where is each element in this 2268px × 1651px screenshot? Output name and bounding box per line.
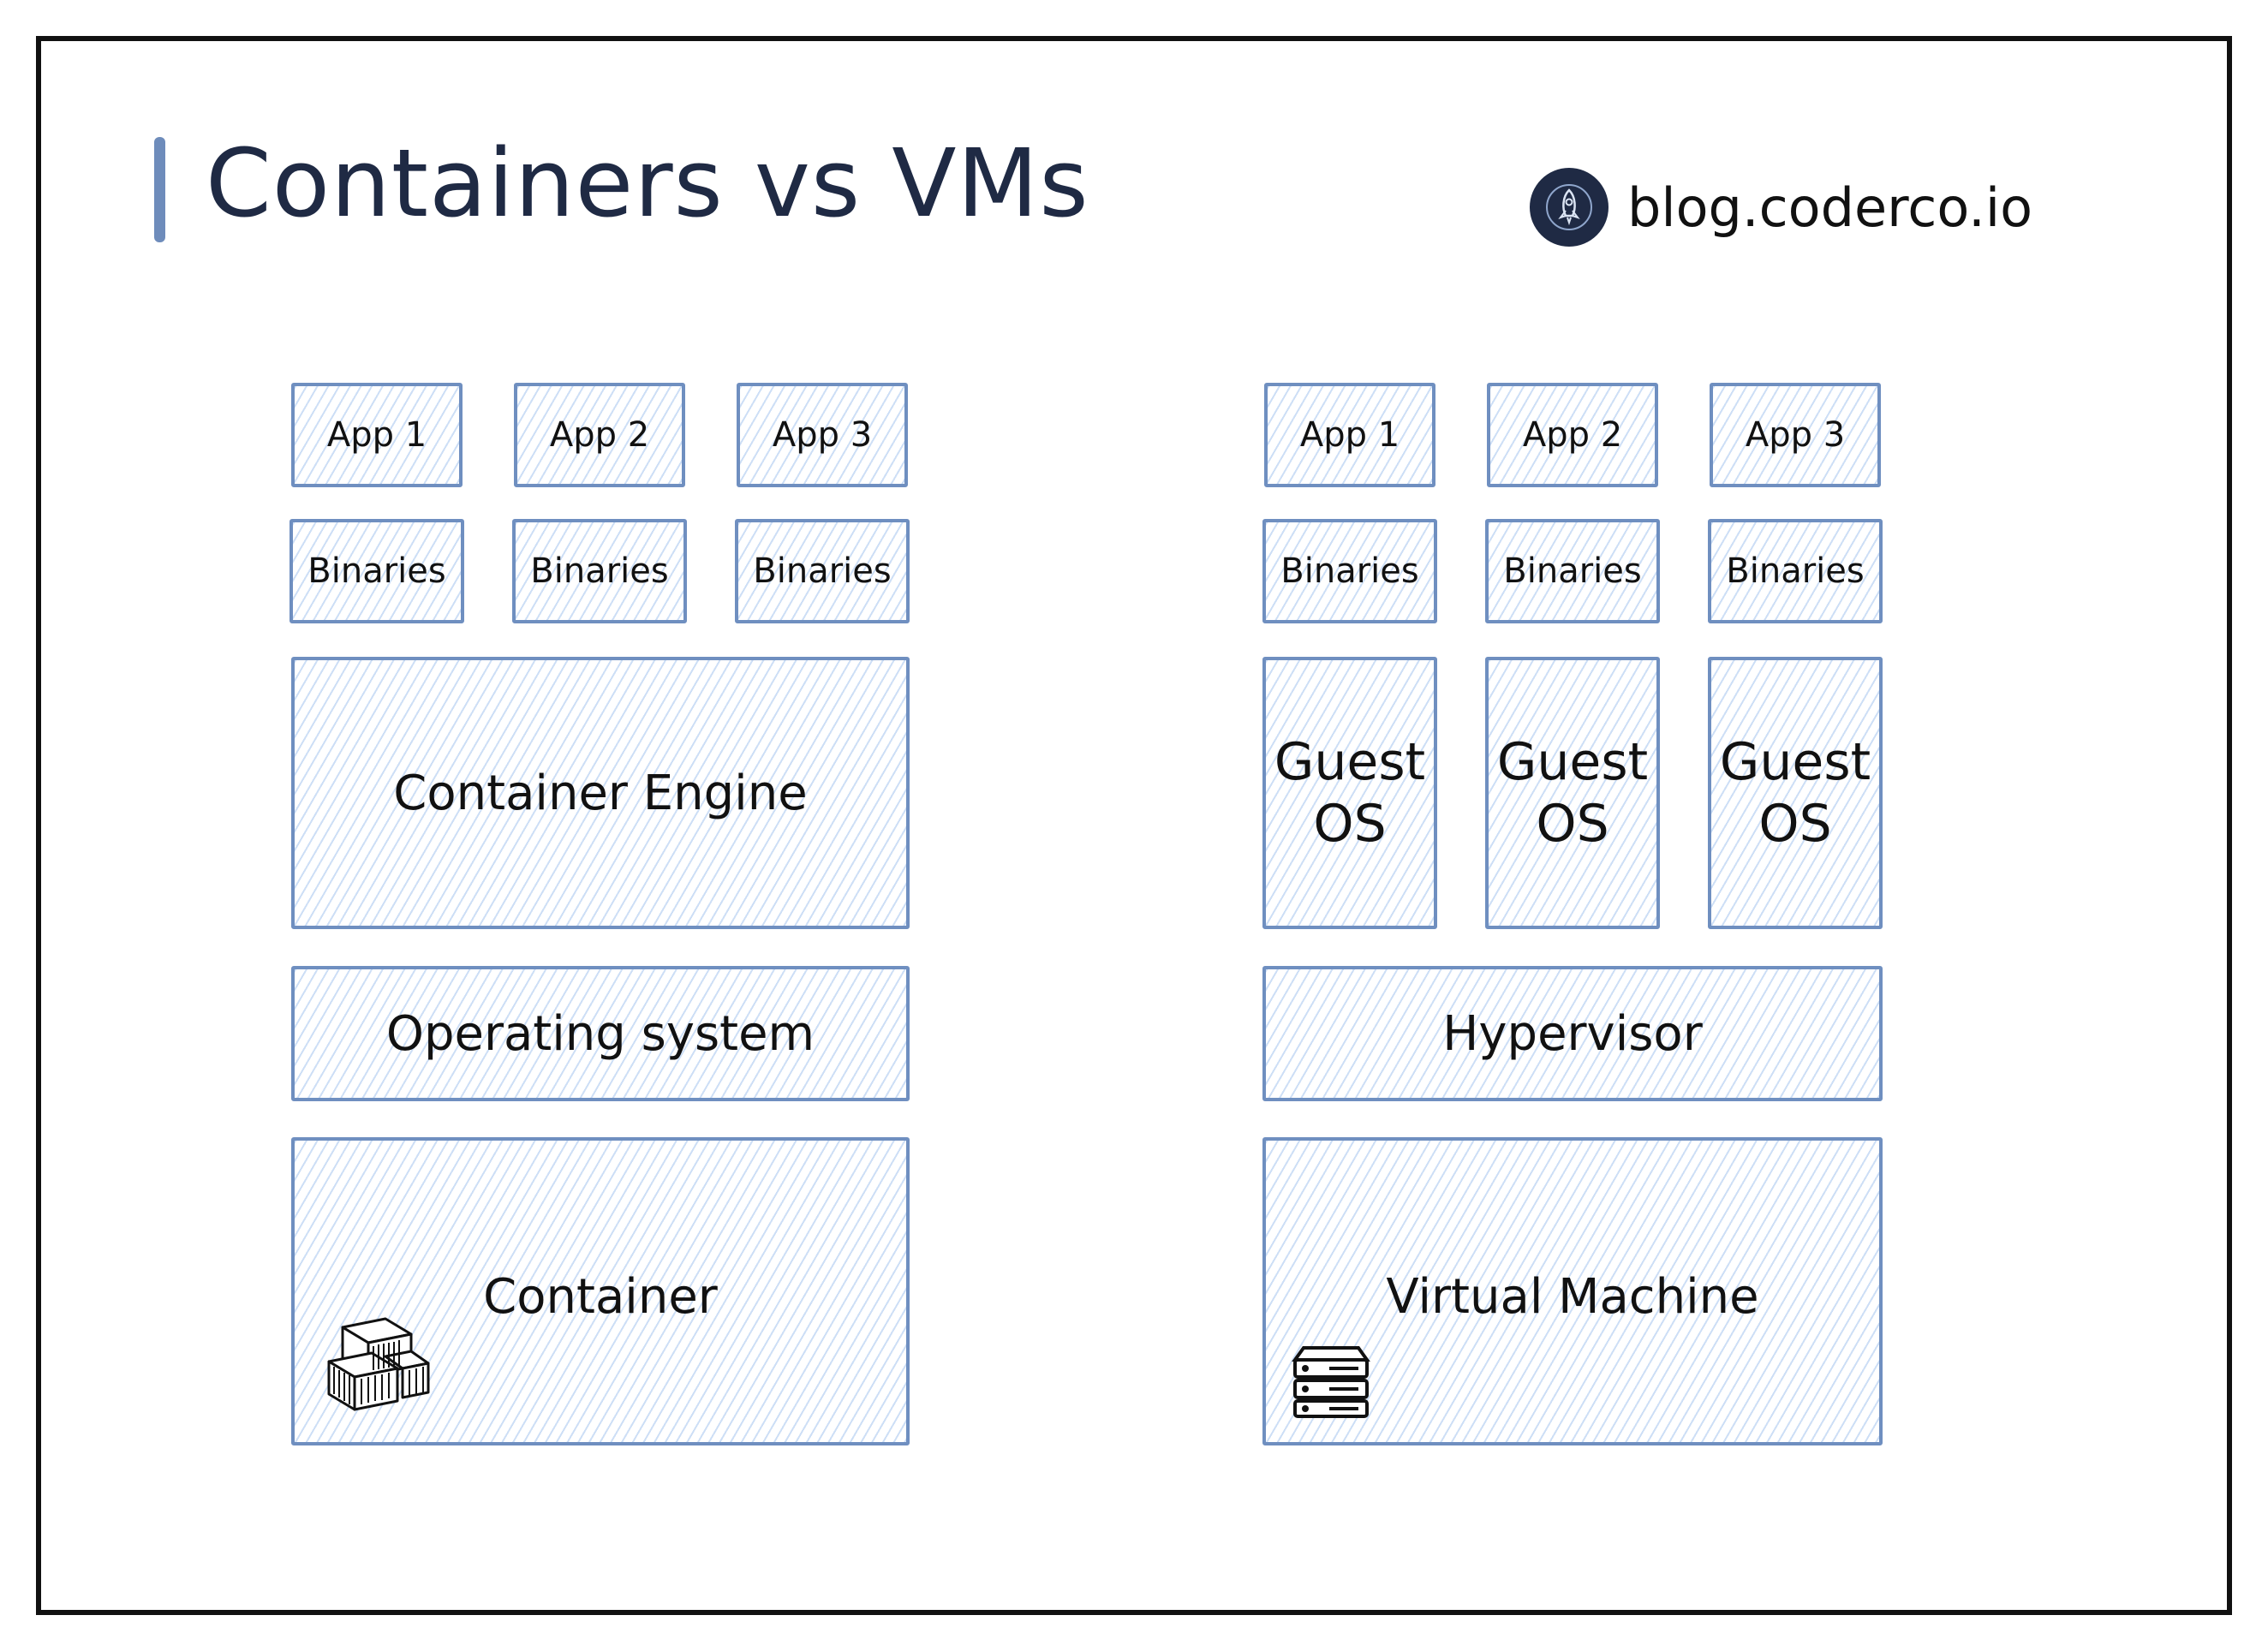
vm-base-label: Virtual Machine xyxy=(1386,1269,1759,1325)
hypervisor-layer: Hypervisor xyxy=(1262,966,1883,1101)
vm-guest-os-3: Guest OS xyxy=(1708,657,1883,929)
diagram-frame xyxy=(36,36,2232,1615)
container-base-label: Container xyxy=(483,1269,718,1325)
vm-binaries-1: Binaries xyxy=(1262,519,1437,623)
title-accent-bar xyxy=(154,137,165,242)
hypervisor-label: Hypervisor xyxy=(1442,1005,1703,1062)
container-base-layer: Container xyxy=(291,1137,910,1445)
vm-app-2-label: App 2 xyxy=(1522,415,1623,455)
container-app-2: App 2 xyxy=(514,383,685,487)
container-binaries-2-label: Binaries xyxy=(530,551,669,591)
vm-guest-os-3-label: Guest OS xyxy=(1719,732,1871,854)
operating-system-label: Operating system xyxy=(385,1005,815,1062)
vm-guest-os-1-label: Guest OS xyxy=(1274,732,1426,854)
vm-binaries-1-label: Binaries xyxy=(1280,551,1419,591)
container-engine-layer: Container Engine xyxy=(291,657,910,929)
server-rack-icon xyxy=(1292,1346,1370,1418)
container-app-1: App 1 xyxy=(291,383,463,487)
rocket-icon xyxy=(1530,168,1608,247)
shipping-containers-icon xyxy=(327,1317,430,1411)
vm-app-3: App 3 xyxy=(1710,383,1881,487)
container-app-2-label: App 2 xyxy=(549,415,650,455)
container-binaries-2: Binaries xyxy=(512,519,687,623)
container-binaries-3: Binaries xyxy=(735,519,910,623)
vm-binaries-2-label: Binaries xyxy=(1503,551,1642,591)
container-binaries-1: Binaries xyxy=(289,519,464,623)
operating-system-layer: Operating system xyxy=(291,966,910,1101)
brand-text: blog.coderco.io xyxy=(1627,176,2033,239)
vm-binaries-2: Binaries xyxy=(1485,519,1660,623)
vm-app-2: App 2 xyxy=(1487,383,1658,487)
vm-app-1-label: App 1 xyxy=(1299,415,1400,455)
vm-binaries-3: Binaries xyxy=(1708,519,1883,623)
vm-guest-os-2: Guest OS xyxy=(1485,657,1660,929)
container-app-3: App 3 xyxy=(737,383,908,487)
vm-binaries-3-label: Binaries xyxy=(1726,551,1865,591)
brand: blog.coderco.io xyxy=(1530,168,2032,247)
vm-app-1: App 1 xyxy=(1264,383,1435,487)
vm-guest-os-1: Guest OS xyxy=(1262,657,1437,929)
container-app-3-label: App 3 xyxy=(772,415,873,455)
container-engine-label: Container Engine xyxy=(393,765,808,821)
container-binaries-3-label: Binaries xyxy=(753,551,892,591)
page-title: Containers vs VMs xyxy=(206,128,1089,238)
vm-guest-os-2-label: Guest OS xyxy=(1496,732,1649,854)
container-app-1-label: App 1 xyxy=(326,415,427,455)
vm-app-3-label: App 3 xyxy=(1745,415,1846,455)
container-binaries-1-label: Binaries xyxy=(307,551,446,591)
